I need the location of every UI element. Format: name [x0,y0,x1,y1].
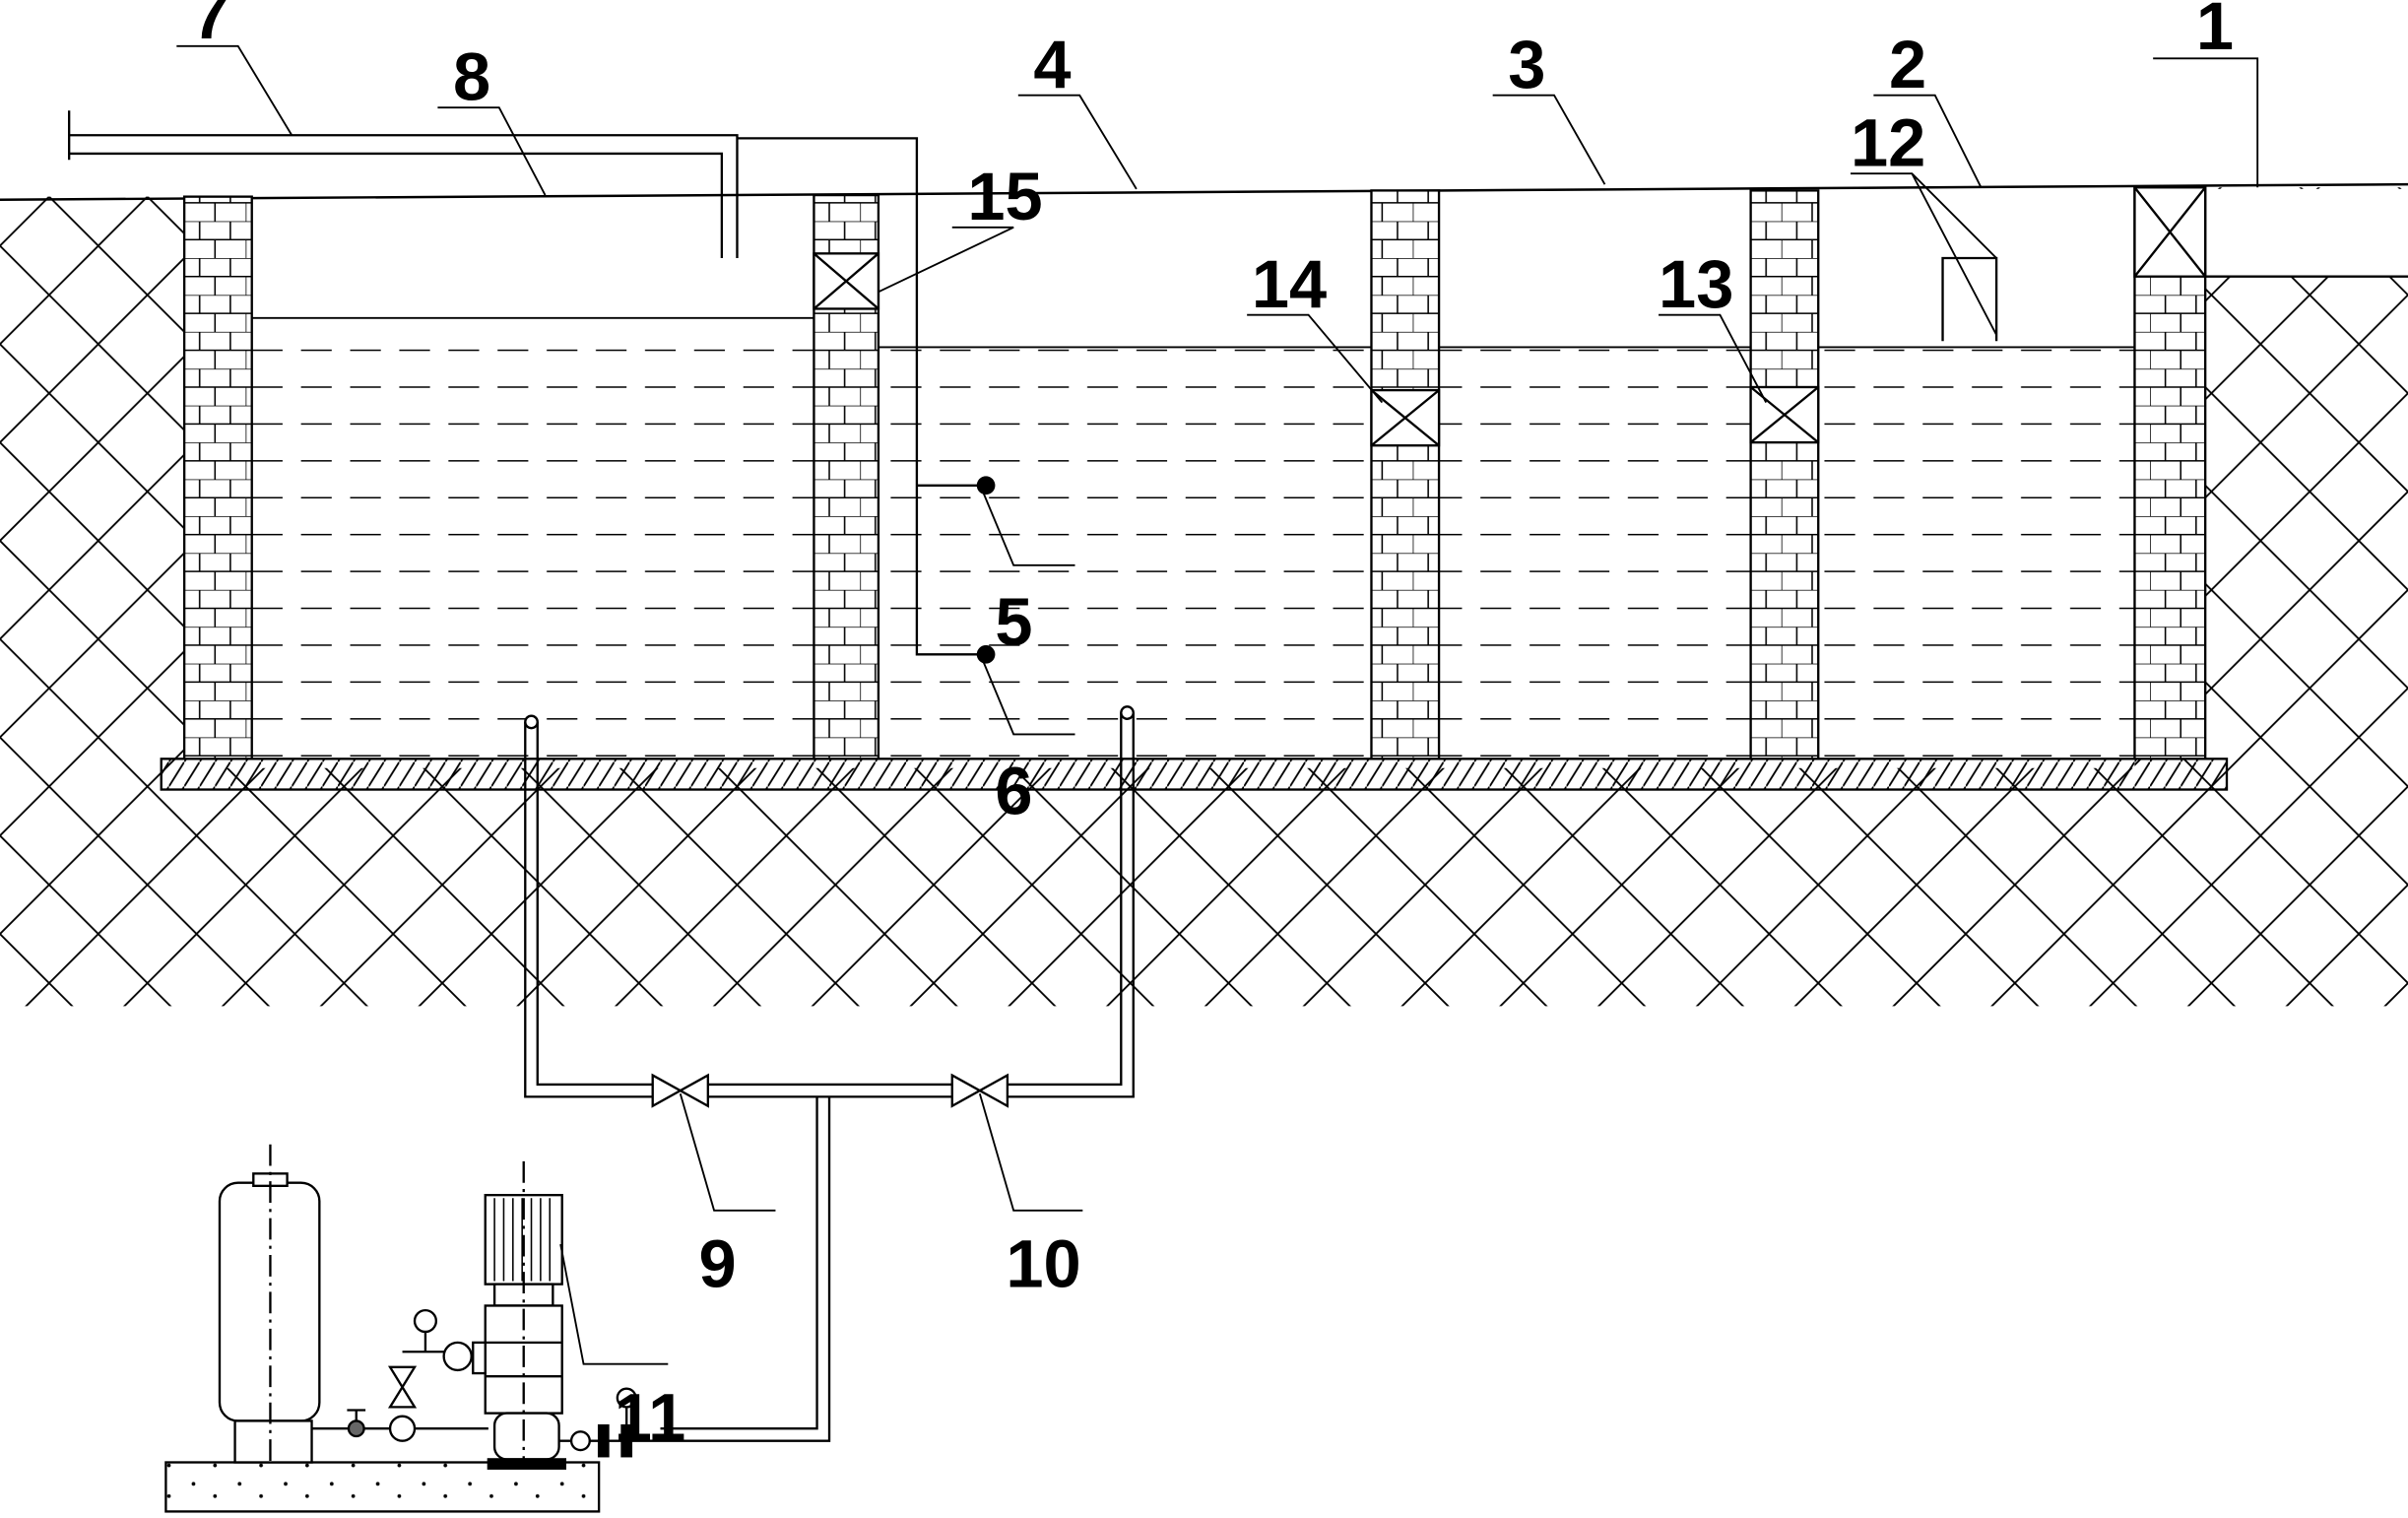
leader-lines [176,44,2259,1365]
part-label-13: 13 [1659,246,1733,322]
water-body [251,316,2135,762]
part-label-12: 12 [1851,104,1925,180]
ground-line [0,182,2408,201]
valves [651,1073,1009,1108]
part-label-3: 3 [1508,27,1545,102]
part-label-1: 1 [2196,0,2234,64]
pipes [67,110,1135,1442]
part-label-4: 4 [1033,27,1071,102]
pump-station [164,1144,661,1513]
overflow-inlet [1941,256,1998,342]
part-label-14: 14 [1252,246,1327,322]
pipe-caps [524,705,1135,730]
part-label-5: 5 [995,584,1032,660]
part-label-9: 9 [698,1226,736,1302]
part-label-15: 15 [967,159,1042,234]
part-label-11: 11 [615,1380,686,1456]
part-label-2: 2 [1889,27,1926,102]
part-label-7: 7 [192,0,229,53]
gates [813,186,2207,447]
part-label-8: 8 [453,38,490,114]
part-label-6: 6 [995,753,1032,828]
base-slab [160,758,2229,791]
part-label-10: 10 [1006,1226,1080,1302]
level-sensors [976,476,996,664]
